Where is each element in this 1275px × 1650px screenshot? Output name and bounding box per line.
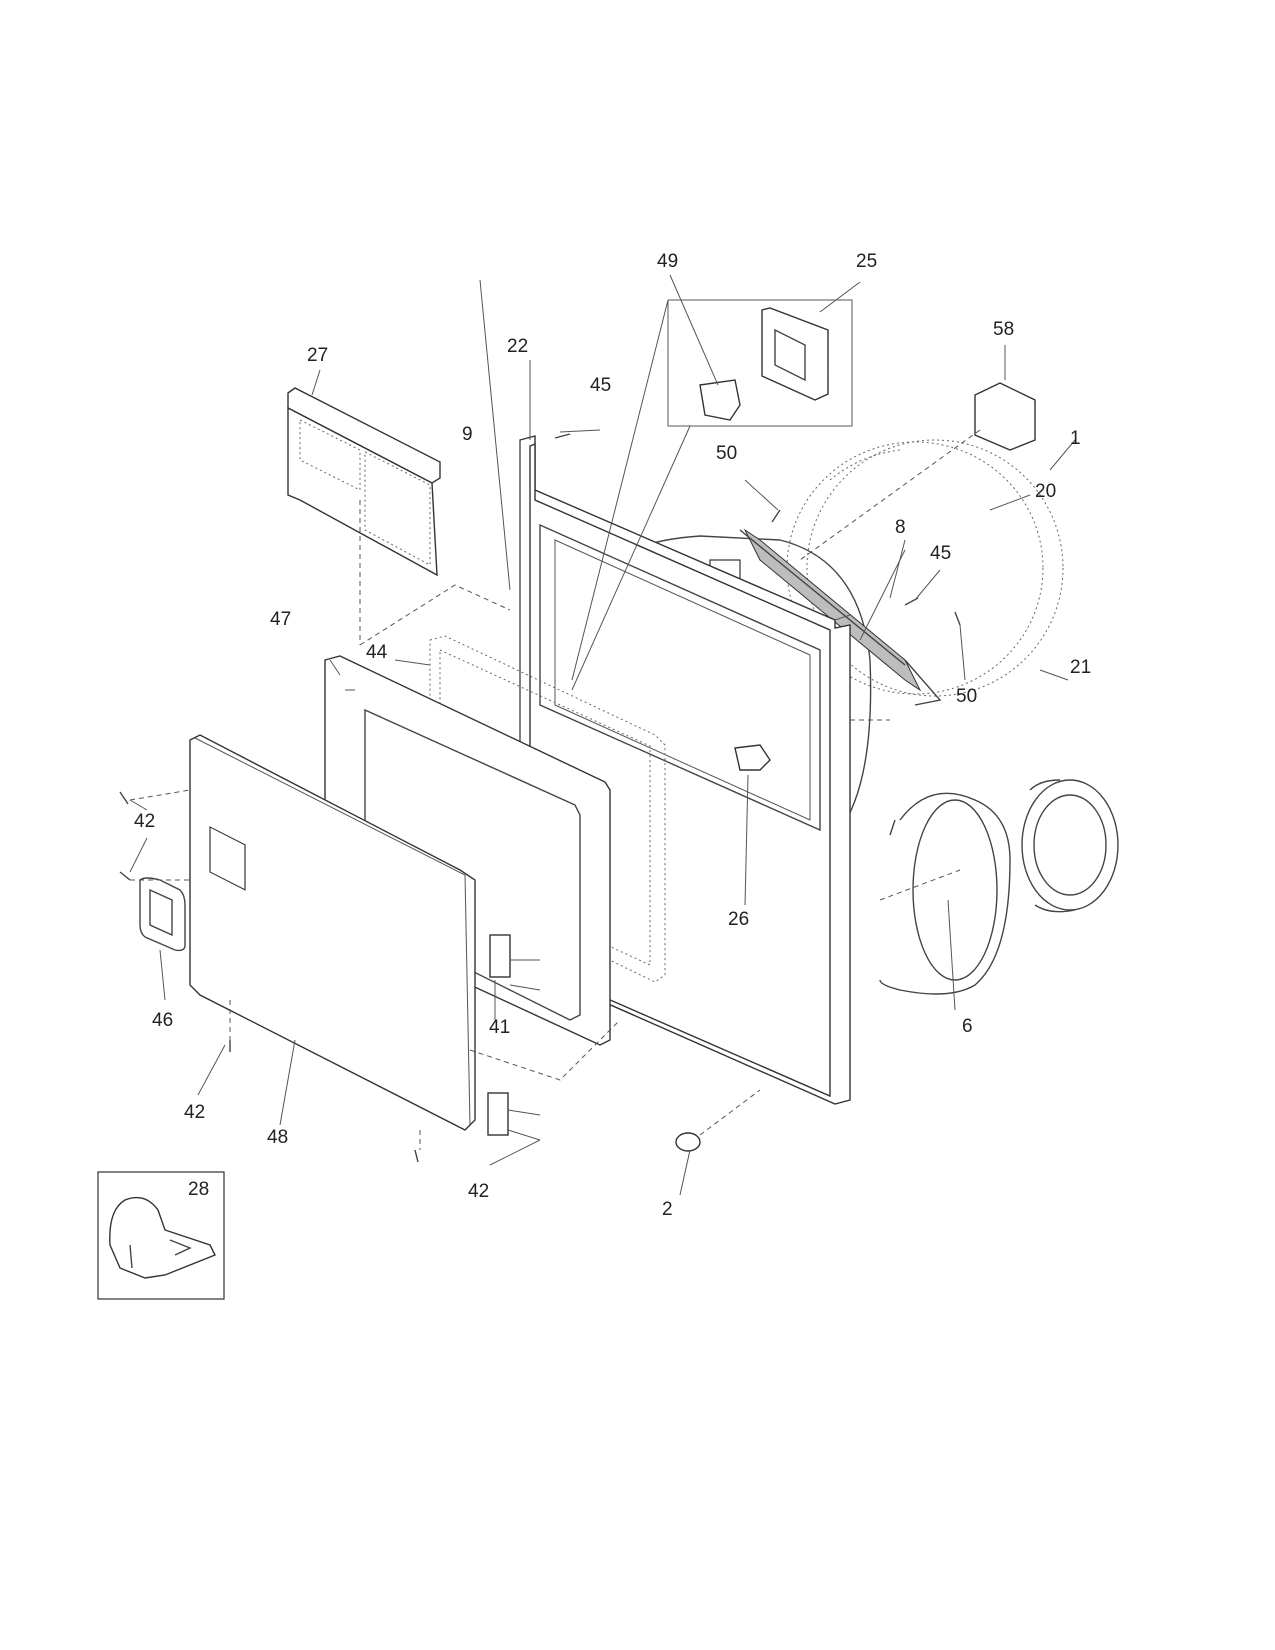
label-part-21: 21 [1070,657,1091,678]
label-part-27: 27 [307,345,328,366]
label-part-49: 49 [657,251,678,272]
label-part-9: 9 [462,424,473,445]
label-part-48: 48 [267,1127,288,1148]
outer-door [189,734,476,1131]
label-part-28: 28 [188,1179,209,1200]
label-part-44: 44 [366,642,388,663]
inset-box-switches [571,299,1036,771]
label-part-45-left: 45 [590,375,611,396]
label-part-8: 8 [895,517,906,538]
label-part-22: 22 [507,336,528,357]
label-part-47: 47 [270,609,291,630]
lint-filter [739,528,942,706]
label-part-46: 46 [152,1010,173,1031]
label-part-6: 6 [962,1016,973,1037]
label-part-42-lower-left: 42 [184,1102,205,1123]
label-part-1: 1 [1070,428,1081,449]
hinges [487,934,541,1141]
label-part-25: 25 [856,251,877,272]
inset-box-28 [97,1171,225,1300]
label-part-20: 20 [1035,481,1056,502]
drum-ring [786,439,1064,697]
label-part-50-lower: 50 [956,686,977,707]
leader-lines [129,274,1076,1196]
part-labels: 1 2 6 8 9 20 21 22 25 26 27 28 41 42 42 … [134,251,1091,1220]
foot [675,1089,761,1152]
label-part-45-right: 45 [930,543,951,564]
label-part-58: 58 [993,319,1014,340]
label-part-42-bottom: 42 [468,1181,489,1202]
label-part-41: 41 [489,1017,510,1038]
door-handle [139,877,186,952]
label-part-50-upper: 50 [716,443,737,464]
label-part-2: 2 [662,1199,673,1220]
control-panel [287,387,441,645]
label-part-26: 26 [728,909,749,930]
duct-assembly [879,779,1119,995]
label-part-42-upper: 42 [134,811,155,832]
